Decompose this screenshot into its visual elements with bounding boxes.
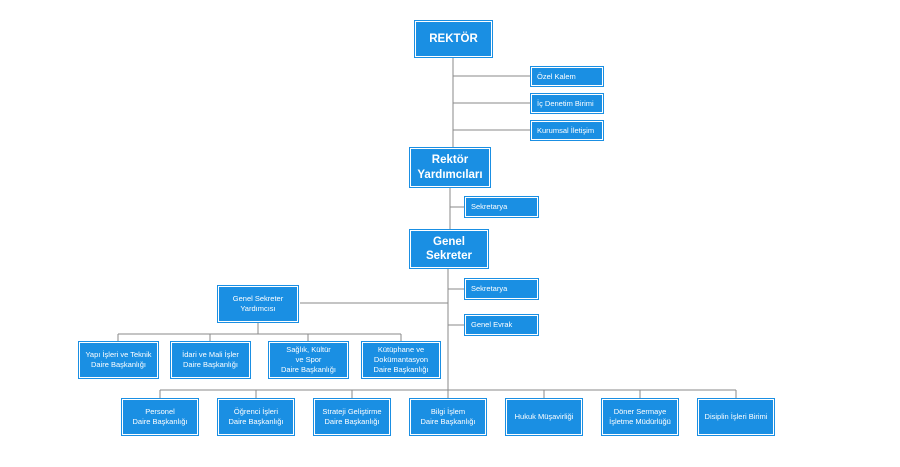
rector-unit-ozel-kalem: Özel Kalem bbox=[531, 67, 603, 86]
dept-idari-mali: İdari ve Mali İşler Daire Başkanlığı bbox=[171, 342, 250, 378]
dept-bilgi-islem: Bilgi İşlem Daire Başkanlığı bbox=[410, 399, 486, 435]
general-secretary-box: Genel Sekreter bbox=[410, 230, 488, 268]
dept-hukuk: Hukuk Müşavirliği bbox=[506, 399, 582, 435]
deputy-secretary-box: Genel Sekreter Yardımcısı bbox=[218, 286, 298, 322]
general-records-box: Genel Evrak bbox=[465, 315, 538, 335]
dept-personel: Personel Daire Başkanlığı bbox=[122, 399, 198, 435]
rector-unit-kurumsal-iletisim: Kurumsal İletişim bbox=[531, 121, 603, 140]
general-secretary-secretary-box: Sekretarya bbox=[465, 279, 538, 299]
dept-ogrenci-isleri: Öğrenci İşleri Daire Başkanlığı bbox=[218, 399, 294, 435]
vice-rectors-box: Rektör Yardımcıları bbox=[410, 148, 490, 187]
rector-unit-ic-denetim: İç Denetim Birimi bbox=[531, 94, 603, 113]
dept-saglik-kultur-spor: Sağlık, Kültür ve Spor Daire Başkanlığı bbox=[269, 342, 348, 378]
dept-kutuphane: Kütüphane ve Dokümantasyon Daire Başkanl… bbox=[362, 342, 440, 378]
dept-doner-sermaye: Döner Sermaye İşletme Müdürlüğü bbox=[602, 399, 678, 435]
dept-disiplin: Disiplin İşleri Birimi bbox=[698, 399, 774, 435]
dept-strateji: Strateji Geliştirme Daire Başkanlığı bbox=[314, 399, 390, 435]
dept-yapi-isleri: Yapı İşleri ve Teknik Daire Başkanlığı bbox=[79, 342, 158, 378]
rector-box: REKTÖR bbox=[415, 21, 492, 57]
vice-rector-secretary-box: Sekretarya bbox=[465, 197, 538, 217]
